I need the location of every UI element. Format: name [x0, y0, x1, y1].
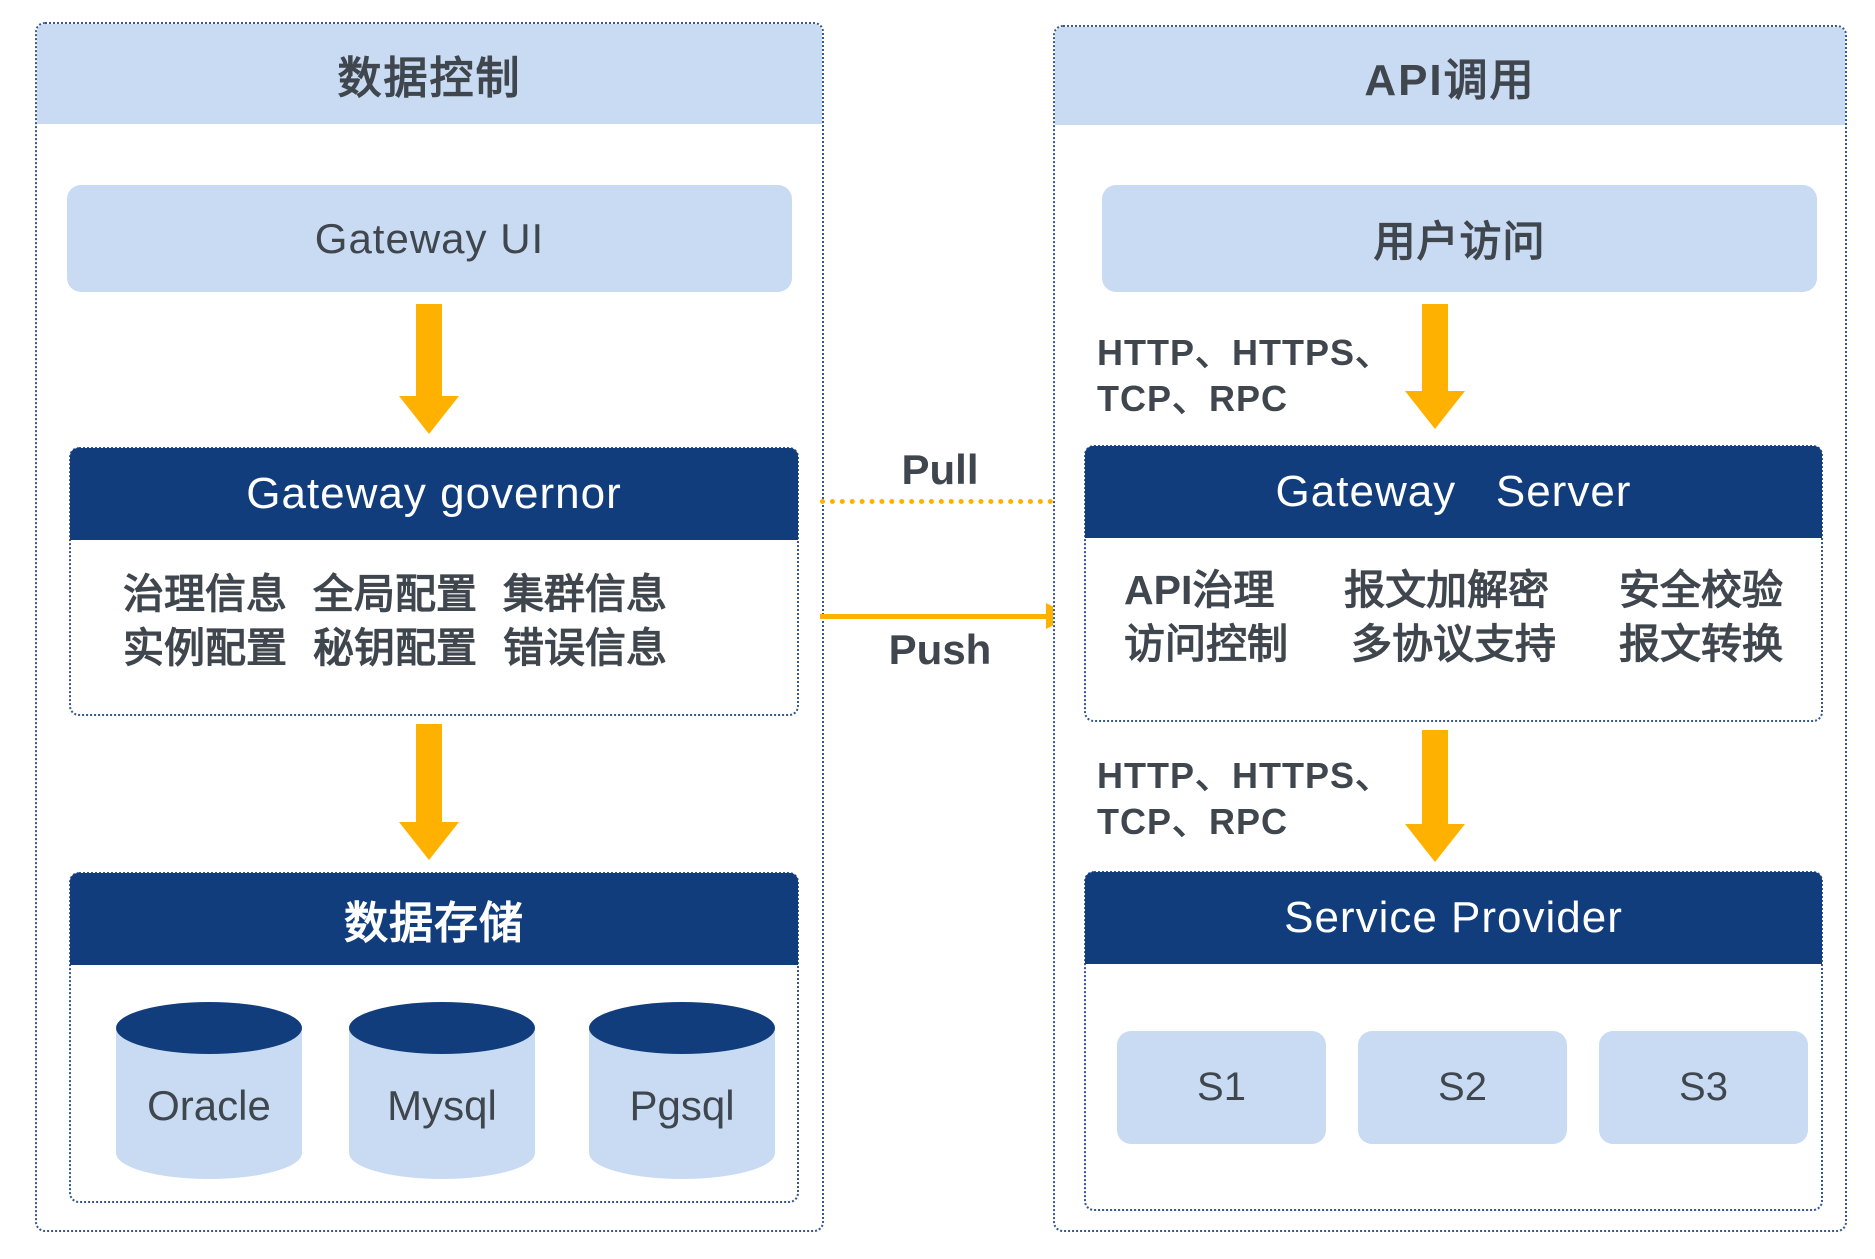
feature-item: 安全校验 — [1618, 567, 1783, 613]
feature-item: 治理信息 — [123, 571, 287, 617]
database-cylinder-icon: Mysql — [349, 1002, 535, 1179]
down-arrow-icon — [399, 304, 459, 434]
api-call-panel: API调用 用户访问 HTTP、HTTPS、 TCP、RPC Gateway S… — [1053, 25, 1847, 1232]
push-line — [820, 614, 1046, 619]
governor-feature-row: 实例配置 秘钥配置 错误信息 — [123, 621, 797, 675]
gateway-server-title: Gateway Server — [1275, 467, 1632, 516]
feature-item: 全局配置 — [313, 571, 477, 617]
pull-label: Pull — [855, 446, 1025, 494]
database-label: Mysql — [387, 1082, 497, 1129]
service-box: S1 — [1117, 1031, 1326, 1144]
protocol-line: HTTP、HTTPS、 — [1097, 332, 1392, 373]
user-access-box: 用户访问 — [1102, 185, 1817, 292]
pull-dotted-line — [820, 499, 1053, 504]
service-box: S2 — [1358, 1031, 1567, 1144]
cylinder-top — [589, 1002, 775, 1054]
feature-item: 报文加解密 — [1344, 567, 1550, 613]
api-call-header: API调用 — [1055, 27, 1845, 125]
arrow-shaft — [1422, 304, 1448, 391]
service-provider-box: Service Provider S1 S2 S3 — [1084, 871, 1823, 1211]
protocol-label-top: HTTP、HTTPS、 TCP、RPC — [1097, 330, 1392, 422]
service-label: S3 — [1679, 1065, 1728, 1109]
push-text: Push — [888, 626, 992, 673]
service-label: S2 — [1438, 1065, 1487, 1109]
data-control-header: 数据控制 — [37, 24, 822, 124]
service-provider-header: Service Provider — [1085, 872, 1822, 964]
data-control-title: 数据控制 — [337, 54, 522, 103]
feature-item: API治理 — [1124, 567, 1275, 613]
feature-item: 访问控制 — [1124, 621, 1288, 667]
gateway-server-box: Gateway Server API治理 报文加解密 安全校验 访问控制 多协议… — [1084, 445, 1823, 722]
data-storage-box: 数据存储 Oracle Mysql Pgsql — [69, 872, 799, 1203]
gateway-governor-title: Gateway governor — [246, 469, 622, 518]
protocol-line: TCP、RPC — [1097, 801, 1289, 842]
api-call-title: API调用 — [1364, 56, 1536, 105]
service-provider-title: Service Provider — [1284, 893, 1623, 942]
feature-item: 报文转换 — [1619, 621, 1783, 667]
down-arrow-icon — [1405, 304, 1465, 429]
gateway-governor-box: Gateway governor 治理信息 全局配置 集群信息 实例配置 秘钥配… — [69, 447, 799, 716]
database-label: Oracle — [147, 1082, 271, 1129]
feature-item: 错误信息 — [503, 625, 667, 671]
protocol-line: HTTP、HTTPS、 — [1097, 755, 1392, 796]
arrow-shaft — [416, 724, 442, 822]
database-label: Pgsql — [629, 1082, 735, 1129]
gateway-ui-label: Gateway UI — [314, 214, 545, 262]
gateway-server-header: Gateway Server — [1085, 446, 1822, 538]
protocol-line: TCP、RPC — [1097, 378, 1289, 419]
down-arrow-icon — [399, 724, 459, 860]
gateway-ui-box: Gateway UI — [67, 185, 792, 292]
server-feature-row: 访问控制 多协议支持 报文转换 — [1124, 617, 1783, 671]
protocol-label-bottom: HTTP、HTTPS、 TCP、RPC — [1097, 753, 1392, 845]
gateway-governor-features: 治理信息 全局配置 集群信息 实例配置 秘钥配置 错误信息 — [71, 541, 797, 714]
data-storage-header: 数据存储 — [70, 873, 798, 965]
user-access-label: 用户访问 — [1373, 218, 1546, 265]
database-cylinder-icon: Pgsql — [589, 1002, 775, 1179]
feature-item: 秘钥配置 — [313, 625, 477, 671]
arrow-head — [399, 396, 459, 434]
arrow-shaft — [1422, 730, 1448, 824]
pull-text: Pull — [901, 446, 979, 493]
server-feature-row: API治理 报文加解密 安全校验 — [1124, 563, 1783, 617]
service-box: S3 — [1599, 1031, 1808, 1144]
data-storage-title: 数据存储 — [344, 899, 524, 948]
push-label: Push — [855, 626, 1025, 674]
feature-item: 集群信息 — [503, 571, 667, 617]
cylinder-top — [116, 1002, 302, 1054]
arrow-head — [1405, 391, 1465, 429]
arrow-head — [399, 822, 459, 860]
arrow-shaft — [416, 304, 442, 396]
cylinder-top — [349, 1002, 535, 1054]
service-label: S1 — [1197, 1065, 1246, 1109]
feature-item: 多协议支持 — [1351, 621, 1556, 667]
down-arrow-icon — [1405, 730, 1465, 862]
governor-feature-row: 治理信息 全局配置 集群信息 — [123, 567, 797, 621]
gateway-governor-header: Gateway governor — [70, 448, 798, 540]
database-cylinder-icon: Oracle — [116, 1002, 302, 1179]
arrow-head — [1405, 824, 1465, 862]
data-control-panel: 数据控制 Gateway UI Gateway governor 治理信息 全局… — [35, 22, 824, 1232]
gateway-server-features: API治理 报文加解密 安全校验 访问控制 多协议支持 报文转换 — [1086, 539, 1821, 720]
feature-item: 实例配置 — [123, 625, 287, 671]
